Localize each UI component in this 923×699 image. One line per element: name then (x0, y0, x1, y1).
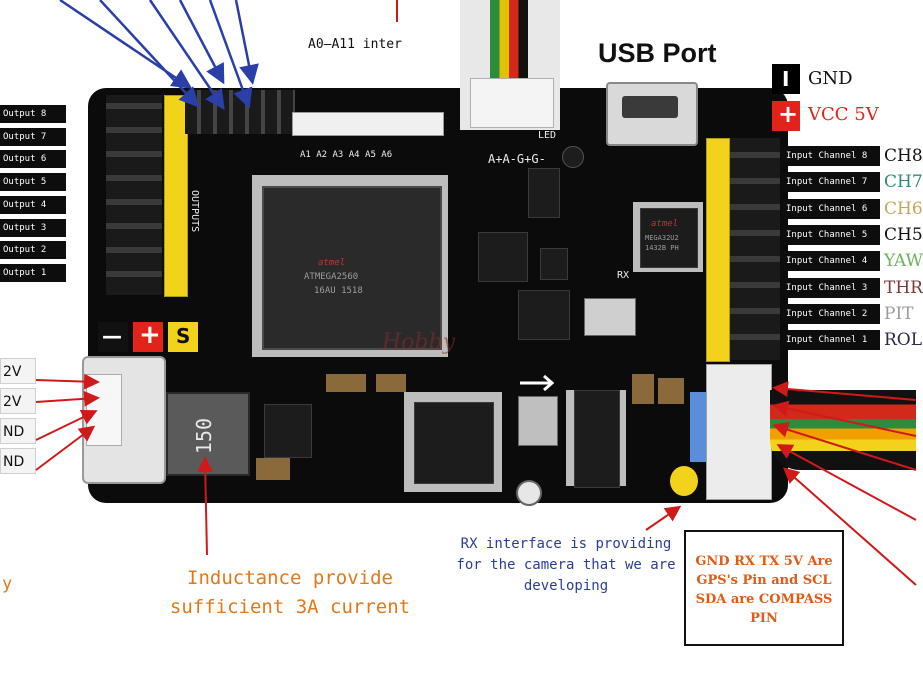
input-channel-label: Input Channel 5 (781, 224, 880, 245)
channel-name: CH7 (884, 172, 923, 193)
driver-chip (574, 390, 620, 488)
power-pin-label: 2V (0, 388, 36, 414)
servo-minus: — (98, 322, 128, 352)
servo-signal-symbol: S (176, 324, 191, 348)
channel-name: PIT (884, 303, 914, 324)
rx-silk: RX (617, 270, 630, 281)
power-pin-label: ND (0, 448, 36, 474)
output-label: Output 7 (0, 127, 66, 146)
mcu-model: ATMEGA2560 (304, 272, 359, 282)
red-arrows (35, 0, 917, 586)
servo-plus-symbol: + (139, 320, 161, 350)
led-indicator (562, 146, 584, 168)
analog-connector (292, 112, 444, 136)
servo-signal: S (168, 322, 198, 352)
inductance-annotation: Inductance provide sufficient 3A current (169, 567, 411, 618)
output-label: Output 1 (0, 263, 66, 282)
channel-name: THR (884, 277, 923, 298)
smd-cap-5 (658, 378, 684, 404)
servo-minus-symbol: — (102, 324, 122, 348)
regulator-chip (264, 404, 312, 458)
analog-label: A0—A11 inter (308, 37, 402, 52)
crystal-oscillator (584, 298, 636, 336)
sensor-chip-1 (478, 232, 528, 282)
top-jst-connector (470, 78, 554, 128)
channel-name: ROL (884, 330, 923, 351)
output-label: Output 2 (0, 241, 66, 260)
usb-chip-brand: atmel (651, 219, 679, 229)
gnd-swatch: I (772, 64, 800, 94)
power-pin-label: ND (0, 418, 36, 444)
top-cable-wires (490, 0, 528, 80)
led-silk: LED (538, 130, 557, 141)
channel-name: YAW (884, 251, 923, 272)
usb-label: USB Port (598, 38, 717, 68)
output-label: Output 3 (0, 218, 66, 237)
analog-silk: A1 A2 A3 A4 A5 A6 (300, 150, 393, 160)
vcc-symbol: + (778, 100, 799, 128)
mcu-code: 16AU 1518 (314, 286, 363, 296)
main-mcu-chip: atmel ATMEGA2560 16AU 1518 (262, 186, 442, 350)
smd-cap-4 (632, 374, 654, 404)
channel-name: CH5 (884, 224, 923, 245)
servo-plus: + (133, 320, 163, 352)
blue-arrows (59, 0, 259, 111)
white-arrow (520, 374, 555, 392)
usb-chip-code: 1432B PH (645, 244, 679, 252)
channel-name: CH8 (884, 146, 923, 166)
gnd-symbol: I (782, 67, 790, 91)
vcc-label: VCC 5V (808, 104, 879, 125)
input-channel-label: Input Channel 3 (781, 277, 880, 298)
input-channel-label: Input Channel 6 (781, 198, 880, 219)
small-ic-2 (540, 248, 568, 280)
small-ic-1 (528, 168, 560, 218)
input-channel-label: Input Channel 2 (781, 303, 880, 324)
output-label: Output 6 (0, 150, 66, 169)
yellow-led (670, 466, 698, 496)
watermark: Hobby (382, 330, 456, 355)
output-pin-header (98, 95, 198, 297)
output-label: Output 8 (0, 105, 66, 123)
input-pin-header (706, 138, 780, 362)
baro-chip (518, 396, 558, 446)
output-label: Output 5 (0, 173, 66, 192)
smd-cap-2 (376, 374, 406, 392)
a-pins-silk: A+A-G+G- (488, 152, 546, 166)
channel-name: CH6 (884, 198, 923, 219)
input-channel-label: Input Channel 8 (781, 146, 880, 166)
vcc-swatch: + (772, 100, 800, 131)
input-channel-label: Input Channel 1 (781, 330, 880, 351)
usb-chip-model: MEGA32U2 (645, 234, 679, 242)
smd-cap-1 (326, 374, 366, 392)
gnd-label: GND (808, 68, 853, 89)
smd-cap-3 (256, 458, 290, 480)
input-channel-label: Input Channel 4 (781, 251, 880, 272)
gps-connector (706, 364, 772, 500)
usb-chip: atmel MEGA32U2 1432B PH (640, 208, 698, 268)
rx-interface-annotation: RX interface is providing for the camera… (456, 536, 676, 594)
input-channel-label: Input Channel 7 (781, 172, 880, 193)
power-pin-label: 2V (0, 358, 36, 384)
mcu-brand: atmel (318, 258, 346, 268)
sensor-chip-2 (518, 290, 570, 340)
mounting-hole (516, 480, 542, 506)
output-label: Output 4 (0, 195, 66, 214)
left-fragment: y (2, 574, 13, 594)
gps-compass-annotation: GND RX TX 5V Are GPS's Pin and SCL SDA a… (684, 530, 844, 646)
usb-port-slot (622, 96, 678, 118)
lower-mcu (414, 402, 494, 484)
blue-capacitor (690, 392, 708, 462)
